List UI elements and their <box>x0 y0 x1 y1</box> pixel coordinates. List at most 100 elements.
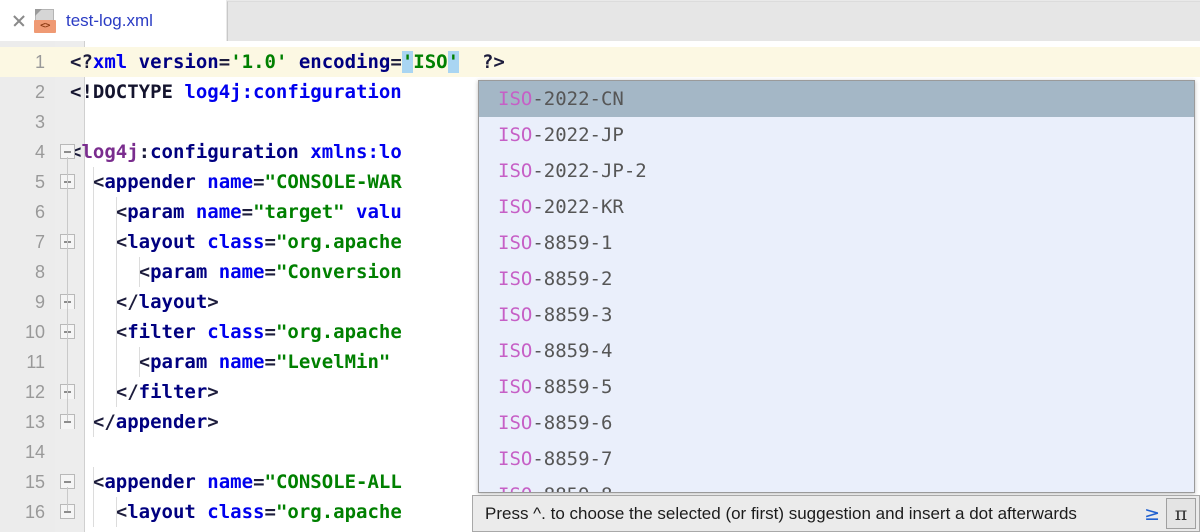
fold-collapse-icon[interactable] <box>60 234 77 251</box>
autocomplete-item-match: ISO <box>498 304 533 326</box>
autocomplete-item-match: ISO <box>498 124 533 146</box>
autocomplete-item[interactable]: ISO-8859-5 <box>479 369 1194 405</box>
autocomplete-item-match: ISO <box>498 88 533 110</box>
code-token: <!DOCTYPE <box>70 81 173 103</box>
code-token: = <box>241 201 254 223</box>
fold-end-icon[interactable] <box>60 294 77 311</box>
code-token <box>196 321 207 343</box>
code-token: log4j:configuration <box>184 81 402 103</box>
autocomplete-item-rest: -2022-JP-2 <box>532 160 647 182</box>
code-token: name <box>218 351 265 373</box>
code-token: param <box>127 201 185 223</box>
fold-gutter[interactable] <box>55 41 85 532</box>
code-token: = <box>264 351 276 373</box>
line-number: 7 <box>34 232 45 252</box>
code-line: 16 <layout class="org.apache <box>0 497 1200 527</box>
autocomplete-item-match: ISO <box>498 448 533 470</box>
code-token: filter <box>127 321 196 343</box>
code-token: "LevelMin" <box>275 351 391 373</box>
code-line: 3 <box>0 107 1200 137</box>
code-token: < <box>70 321 128 343</box>
autocomplete-hint-bar: Press ^. to choose the selected (or firs… <box>472 495 1200 532</box>
autocomplete-item-rest: -8859-1 <box>532 232 613 254</box>
code-token <box>287 51 298 73</box>
line-number: 5 <box>34 172 45 192</box>
code-token: name <box>207 171 254 193</box>
autocomplete-item[interactable]: ISO-2022-JP-2 <box>479 153 1194 189</box>
code-token: </ <box>70 381 139 403</box>
indent-guide <box>116 497 117 527</box>
autocomplete-item[interactable]: ISO-8859-8 <box>479 477 1194 492</box>
code-token: = <box>218 51 231 73</box>
code-token: class <box>207 501 265 523</box>
xml-file-icon: <> <box>32 7 58 35</box>
indent-guide <box>116 347 117 377</box>
code-token <box>299 141 310 163</box>
line-number: 4 <box>34 142 45 162</box>
caret-line-highlight <box>0 47 1200 77</box>
autocomplete-item[interactable]: ISO-8859-2 <box>479 261 1194 297</box>
tab-test-log-xml[interactable]: <> test-log.xml <box>0 0 226 41</box>
greater-or-equal-icon[interactable]: ≥ <box>1144 502 1160 525</box>
xml-badge-label: <> <box>34 19 56 33</box>
indent-guide <box>93 407 94 437</box>
indent-guide <box>93 347 94 377</box>
code-line: 1<?xml version='1.0' encoding='ISO' ?> <box>0 47 1200 77</box>
fold-collapse-icon[interactable] <box>60 174 77 191</box>
close-icon[interactable] <box>8 10 30 32</box>
code-token: = <box>264 261 276 283</box>
code-token: param <box>150 351 208 373</box>
autocomplete-item[interactable]: ISO-8859-1 <box>479 225 1194 261</box>
autocomplete-item[interactable]: ISO-8859-6 <box>479 405 1194 441</box>
indent-guide <box>116 257 117 287</box>
autocomplete-item[interactable]: ISO-2022-CN <box>479 81 1194 117</box>
code-token <box>207 351 218 373</box>
fold-collapse-icon[interactable] <box>60 474 77 491</box>
fold-collapse-icon[interactable] <box>60 324 77 341</box>
code-line-text: <layout class="org.apache <box>70 227 402 257</box>
code-line-text: <?xml version='1.0' encoding='ISO' ?> <box>70 47 505 77</box>
code-token: layout <box>127 231 196 253</box>
indent-guide <box>93 287 94 317</box>
code-token: version <box>138 51 219 73</box>
code-token: appender <box>104 171 196 193</box>
pi-settings-button[interactable]: π <box>1166 498 1196 529</box>
autocomplete-item-match: ISO <box>498 160 533 182</box>
code-token <box>196 231 207 253</box>
fold-end-icon[interactable] <box>60 384 77 401</box>
code-token: < <box>70 231 128 253</box>
line-number: 13 <box>24 412 45 432</box>
autocomplete-item[interactable]: ISO-2022-JP <box>479 117 1194 153</box>
code-token: < <box>70 501 128 523</box>
hint-bar-controls: ≥ π <box>1140 496 1199 531</box>
code-token: ISO <box>413 51 448 73</box>
indent-guide <box>93 257 94 287</box>
code-token: valu <box>356 201 402 223</box>
code-line-text: <appender name="CONSOLE-ALL <box>70 467 402 497</box>
indent-guide <box>93 467 94 497</box>
tab-strip-empty-area <box>227 1 1200 41</box>
autocomplete-item-rest: -8859-3 <box>532 304 613 326</box>
code-token: encoding <box>298 51 391 73</box>
line-number: 10 <box>24 322 45 342</box>
code-line: 4<log4j:configuration xmlns:lo <box>0 137 1200 167</box>
code-line-text: <param name="target" valu <box>70 197 402 227</box>
code-token: layout <box>138 291 208 313</box>
code-token: log4j <box>81 141 139 163</box>
code-token: "org.apache <box>275 231 402 253</box>
fold-end-icon[interactable] <box>60 414 77 431</box>
fold-collapse-icon[interactable] <box>60 144 77 161</box>
line-number: 3 <box>34 112 45 132</box>
autocomplete-item[interactable]: ISO-8859-4 <box>479 333 1194 369</box>
code-token <box>127 51 138 73</box>
hint-text-label: Press ^. to choose the selected (or firs… <box>485 503 1077 523</box>
autocomplete-item[interactable]: ISO-8859-7 <box>479 441 1194 477</box>
autocomplete-item-match: ISO <box>498 484 532 492</box>
code-line: 8 <param name="Conversion <box>0 257 1200 287</box>
autocomplete-item[interactable]: ISO-2022-KR <box>479 189 1194 225</box>
autocomplete-item[interactable]: ISO-8859-3 <box>479 297 1194 333</box>
line-number: 11 <box>26 352 45 372</box>
tab-title-label: test-log.xml <box>66 10 153 30</box>
fold-collapse-icon[interactable] <box>60 504 77 521</box>
